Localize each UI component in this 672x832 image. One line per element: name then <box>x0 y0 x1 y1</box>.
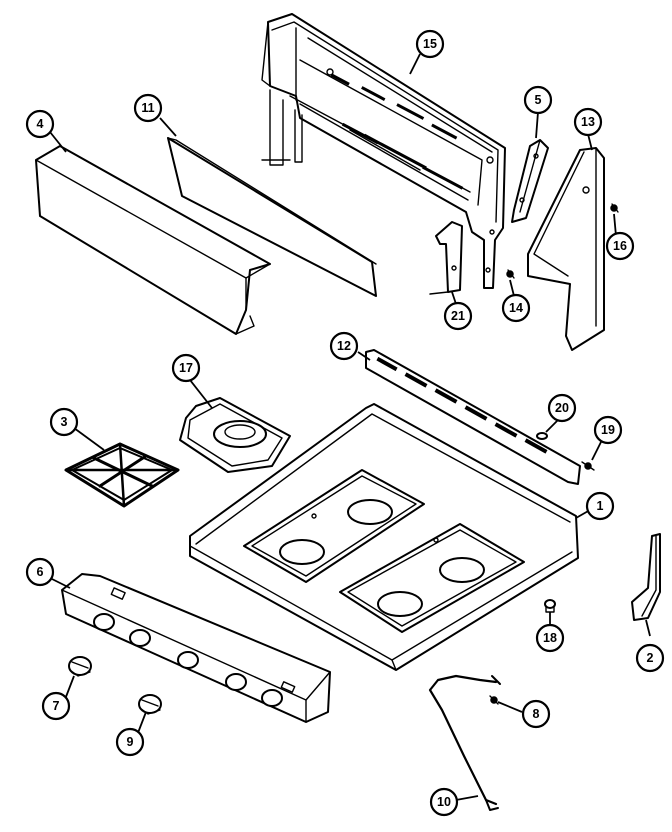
callout-7: 7 <box>41 691 71 721</box>
part-20-clip <box>536 432 548 440</box>
part-21-bracket <box>429 221 463 295</box>
part-19-screw <box>581 461 595 471</box>
part-15-backguard-frame <box>261 13 506 289</box>
callout-3: 3 <box>49 407 79 437</box>
callout-label: 13 <box>581 115 595 129</box>
part-16-screw <box>610 203 619 213</box>
callout-label: 5 <box>535 93 542 107</box>
part-13-end-cap <box>527 147 605 351</box>
callout-4: 4 <box>25 109 55 139</box>
callout-2: 2 <box>635 643 665 673</box>
callout-label: 7 <box>53 699 60 713</box>
callout-label: 19 <box>601 423 615 437</box>
callout-label: 4 <box>37 117 44 131</box>
callout-label: 18 <box>543 631 557 645</box>
callout-label: 21 <box>451 309 465 323</box>
part-11-trim-panel <box>167 137 377 297</box>
part-9-knob <box>138 694 162 715</box>
callout-label: 12 <box>337 339 351 353</box>
callout-15: 15 <box>415 29 445 59</box>
part-6-control-panel <box>61 573 331 723</box>
callout-6: 6 <box>25 557 55 587</box>
callout-label: 20 <box>555 401 569 415</box>
callout-17: 17 <box>171 353 201 383</box>
part-18-foot <box>544 599 556 613</box>
callout-19: 19 <box>593 415 623 445</box>
callout-20: 20 <box>547 393 577 423</box>
callout-5: 5 <box>523 85 553 115</box>
part-14-screw <box>506 269 515 279</box>
callout-label: 16 <box>613 239 627 253</box>
part-4-top-trim <box>35 145 271 335</box>
callout-16: 16 <box>605 231 635 261</box>
callout-label: 6 <box>37 565 44 579</box>
part-1-cooktop <box>189 403 579 671</box>
callout-label: 15 <box>423 37 437 51</box>
part-8-screw <box>489 695 499 705</box>
callout-label: 11 <box>141 101 154 115</box>
callout-label: 2 <box>647 651 654 665</box>
callout-1: 1 <box>585 491 615 521</box>
callout-14: 14 <box>501 293 531 323</box>
callout-11: 11 <box>133 93 163 123</box>
part-2-side-trim <box>631 533 661 621</box>
part-7-knob <box>68 656 92 677</box>
callout-label: 3 <box>61 415 68 429</box>
leader-lines <box>49 53 651 801</box>
part-3-grate <box>64 442 180 508</box>
callout-label: 1 <box>597 499 604 513</box>
callout-9: 9 <box>115 727 145 757</box>
callout-label: 17 <box>179 361 193 375</box>
callout-10: 10 <box>429 787 459 817</box>
callout-label: 10 <box>437 795 451 809</box>
part-17-burner-box <box>179 397 291 473</box>
callout-8: 8 <box>521 699 551 729</box>
callout-label: 9 <box>127 735 134 749</box>
callout-18: 18 <box>535 623 565 653</box>
callout-13: 13 <box>573 107 603 137</box>
part-12-vent-strip <box>365 349 581 485</box>
part-10-wire <box>428 674 501 811</box>
callout-21: 21 <box>443 301 473 331</box>
callout-12: 12 <box>329 331 359 361</box>
callout-label: 14 <box>509 301 523 315</box>
part-5-side-bracket <box>511 139 549 223</box>
callout-label: 8 <box>533 707 540 721</box>
